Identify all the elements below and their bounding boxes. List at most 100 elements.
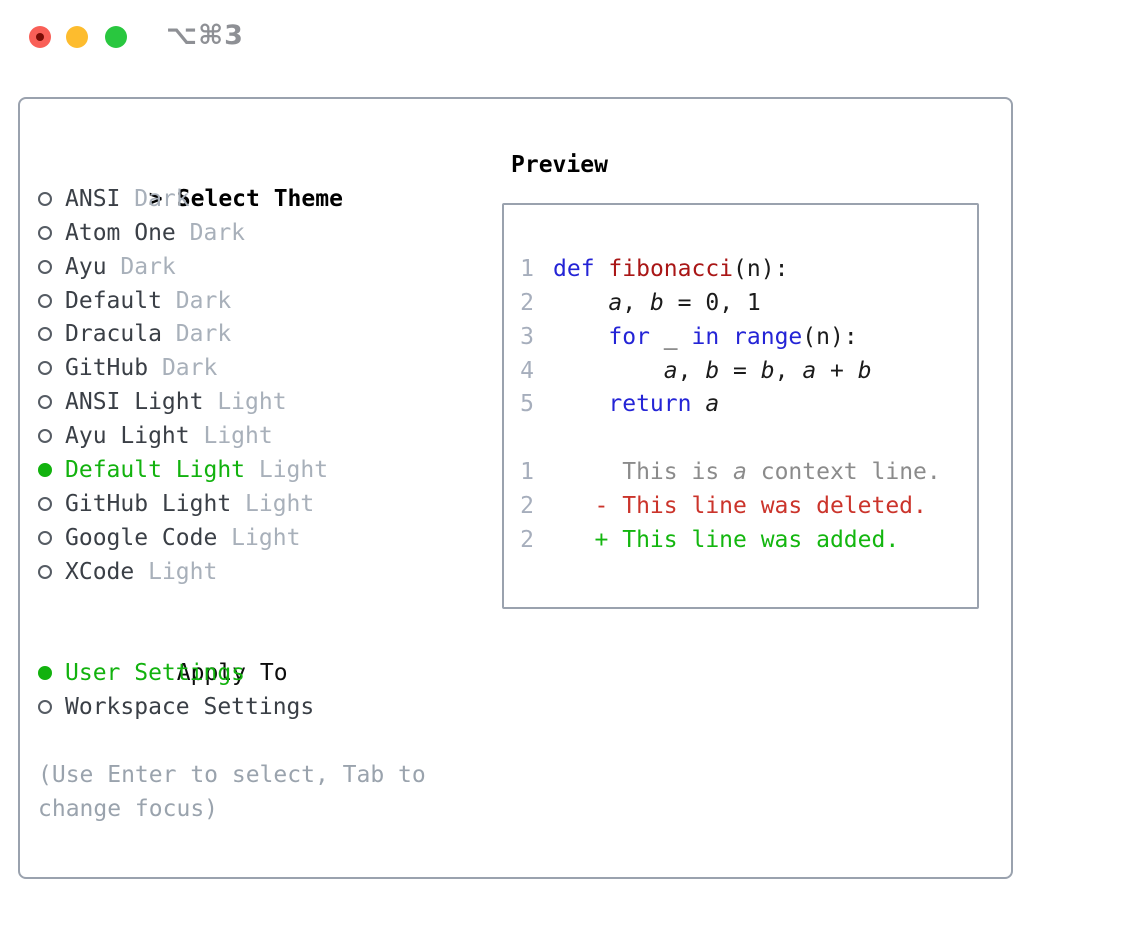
option-label: Google Code <box>65 524 218 551</box>
option-label: XCode <box>65 558 135 585</box>
apply-to-header: Apply To <box>38 623 483 686</box>
line-number: 2 <box>520 527 534 554</box>
code-token-pl: (n): <box>733 255 789 282</box>
code-token-kw: range <box>733 323 803 350</box>
apply-item-workspace-settings[interactable]: Workspace Settings <box>38 691 483 725</box>
blank-row <box>38 590 483 624</box>
code-token-var: a <box>608 289 623 316</box>
preview-code-line: 3 for _ in range(n): <box>520 321 977 355</box>
code-token-pl <box>691 391 705 417</box>
code-token-kw: for <box>608 323 650 350</box>
option-variant-label: Dark <box>175 219 246 246</box>
code-token-kw: in <box>691 323 720 350</box>
code-token-add: + This line was added. <box>553 527 900 554</box>
preview-code-line: 2 + This line was added. <box>520 524 977 558</box>
code-token-ctx: This is <box>553 459 734 486</box>
option-variant-label: Dark <box>148 355 218 382</box>
code-token-var: a <box>802 357 817 384</box>
theme-item-github-light[interactable]: GitHub Light Light <box>38 488 483 522</box>
code-token-pl: + <box>816 357 858 384</box>
code-token-pl: _ <box>649 323 692 350</box>
unsaved-changes-dot-icon <box>36 33 44 41</box>
option-variant-label: Light <box>134 558 218 585</box>
preview-header: Preview <box>511 152 608 178</box>
option-label: User Settings <box>65 660 246 687</box>
zoom-button[interactable] <box>105 26 127 48</box>
theme-item-xcode[interactable]: XCode Light <box>38 556 483 590</box>
code-token-pl: , <box>774 357 803 384</box>
option-label: GitHub Light <box>65 490 232 517</box>
option-variant-label: Dark <box>161 321 232 348</box>
line-number: 4 <box>520 357 534 384</box>
theme-item-dracula[interactable]: Dracula Dark <box>38 318 483 352</box>
theme-item-google-code[interactable]: Google Code Light <box>38 522 483 556</box>
radio-icon <box>38 191 52 206</box>
radio-icon <box>38 496 52 511</box>
code-token-var: b <box>857 357 872 384</box>
option-label: GitHub <box>65 355 149 382</box>
line-number: 5 <box>520 391 534 418</box>
radio-icon <box>38 395 52 410</box>
select-theme-title: Select Theme <box>176 185 343 212</box>
preview-code-line: 1 This is a context line. <box>520 456 977 490</box>
option-variant-label: Light <box>245 457 329 484</box>
blank-row <box>38 725 483 759</box>
code-token-del: - This line was deleted. <box>553 493 927 520</box>
option-variant-label: Dark <box>106 253 176 280</box>
apply-item-user-settings[interactable]: User Settings <box>38 657 483 691</box>
code-token-var: a <box>663 357 678 384</box>
option-label: Default <box>65 287 162 314</box>
minimize-button[interactable] <box>66 26 88 48</box>
code-token-pl <box>595 256 609 282</box>
option-label: Ayu Light <box>65 423 190 450</box>
code-token-pl: , <box>622 289 650 316</box>
preview-code-line: 1 def fibonacci(n): <box>520 253 977 287</box>
preview-code-line: 5 return a <box>520 388 977 422</box>
option-label: Workspace Settings <box>65 694 315 721</box>
option-label: Dracula <box>65 321 162 348</box>
code-token-ctxvar: a <box>733 459 747 486</box>
code-token-var: b <box>705 357 720 384</box>
line-number: 3 <box>520 323 534 350</box>
theme-item-ansi-light[interactable]: ANSI Light Light <box>38 386 483 420</box>
line-number: 1 <box>520 255 534 282</box>
theme-item-atom-one[interactable]: Atom One Dark <box>38 217 483 251</box>
option-variant-label: Light <box>203 389 287 416</box>
apply-to-title: Apply To <box>176 660 288 687</box>
code-token-pl <box>553 391 608 417</box>
preview-code-line <box>520 422 977 456</box>
radio-icon <box>38 429 52 444</box>
theme-item-ayu-light[interactable]: Ayu Light Light <box>38 420 483 454</box>
theme-item-ayu[interactable]: Ayu Dark <box>38 251 483 285</box>
option-variant-label: Dark <box>161 287 232 314</box>
preview-code-line: 2 a, b = 0, 1 <box>520 287 977 321</box>
option-label: ANSI <box>65 185 121 212</box>
theme-item-ansi[interactable]: ANSI Dark <box>38 183 483 217</box>
preview-code-line: 4 a, b = b, a + b <box>520 355 977 389</box>
code-token-var: b <box>649 289 664 316</box>
code-token-pl <box>719 324 733 350</box>
radio-icon <box>38 259 52 274</box>
code-token-fn: fibonacci <box>608 255 734 282</box>
theme-item-default[interactable]: Default Dark <box>38 285 483 319</box>
window-title-shortcut: ⌥⌘3 <box>166 20 244 51</box>
theme-item-github[interactable]: GitHub Dark <box>38 352 483 386</box>
radio-icon <box>38 293 52 308</box>
code-token-pl: , <box>677 357 706 384</box>
code-token-kw: def <box>553 255 595 282</box>
window-titlebar: ⌥⌘3 <box>0 0 1140 75</box>
hint-text: (Use Enter to select, Tab to change focu… <box>38 762 426 822</box>
code-token-pl <box>553 324 608 350</box>
theme-item-default-light[interactable]: Default Light Light <box>38 454 483 488</box>
radio-icon <box>38 361 52 376</box>
radio-icon <box>38 225 52 240</box>
option-variant-label: Light <box>217 524 301 551</box>
close-button[interactable] <box>29 26 51 48</box>
